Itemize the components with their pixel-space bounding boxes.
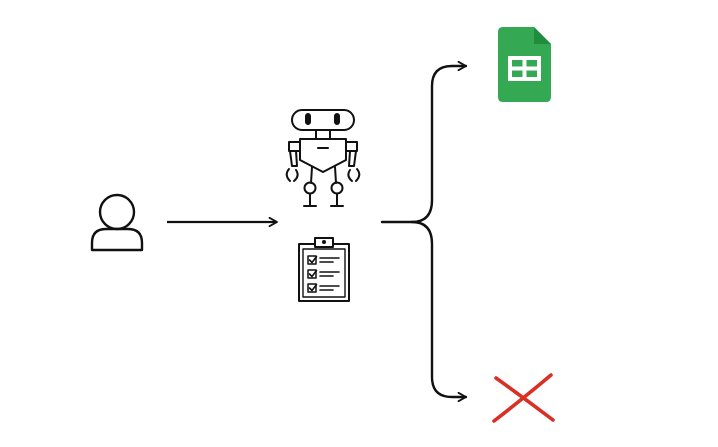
robot-icon [285,109,361,207]
red-x-icon [492,373,555,423]
user-icon [90,193,144,252]
clipboard-checklist-icon [298,237,350,302]
branch-brace [380,66,468,397]
arrow-to-failure [410,220,468,397]
google-sheets-icon [498,27,551,102]
checklist-item [307,255,340,265]
checklist-item [307,283,340,293]
arrow-to-spreadsheet [410,66,468,224]
checklist-item [307,269,340,279]
